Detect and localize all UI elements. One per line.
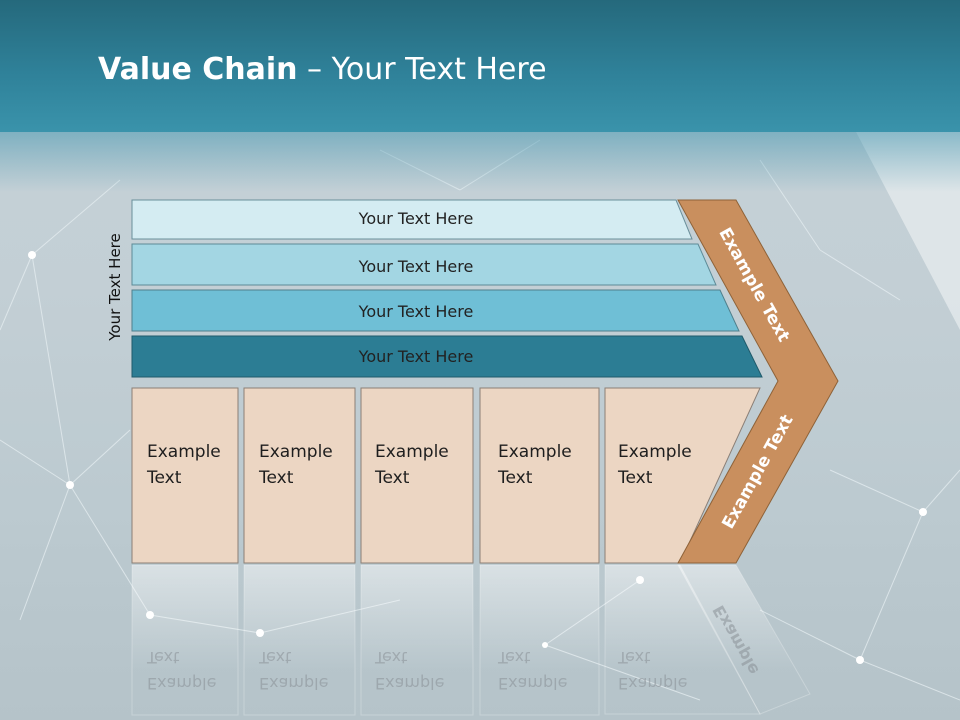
reflect-text-1b: Example bbox=[147, 674, 216, 693]
support-row-4 bbox=[131, 335, 763, 378]
box-3-line1: Example bbox=[375, 442, 449, 462]
margin-chevron bbox=[677, 199, 839, 564]
reflect-text-4b: Example bbox=[498, 674, 567, 693]
reflect-text-5b: Example bbox=[618, 674, 687, 693]
slide-title: Value Chain – Your Text Here bbox=[98, 52, 547, 87]
row-label-1: Your Text Here bbox=[358, 209, 474, 228]
primary-box-1 bbox=[131, 387, 239, 564]
row-label-2: Your Text Here bbox=[358, 257, 474, 276]
box-5-line1: Example bbox=[618, 442, 692, 462]
title-bold: Value Chain bbox=[98, 52, 298, 87]
box-3-line2: Text bbox=[375, 468, 410, 488]
header-band bbox=[0, 0, 960, 132]
support-row-3 bbox=[131, 289, 740, 332]
support-row-1 bbox=[131, 199, 693, 240]
header-fade bbox=[0, 132, 960, 192]
box-2-line2: Text bbox=[259, 468, 294, 488]
row-label-3: Your Text Here bbox=[358, 302, 474, 321]
primary-box-4 bbox=[479, 387, 600, 564]
row-label-4: Your Text Here bbox=[358, 347, 474, 366]
reflect-text-1: Text bbox=[146, 648, 179, 667]
primary-box-3 bbox=[360, 387, 474, 564]
box-1-line1: Example bbox=[147, 442, 221, 462]
reflect-text-2b: Example bbox=[259, 674, 328, 693]
title-rest: – Your Text Here bbox=[297, 52, 547, 87]
reflect-text-3b: Example bbox=[375, 674, 444, 693]
reflect-text-3: Text bbox=[374, 648, 407, 667]
box-1-line2: Text bbox=[147, 468, 182, 488]
reflect-text-4: Text bbox=[497, 648, 530, 667]
primary-box-2 bbox=[243, 387, 356, 564]
box-4-line2: Text bbox=[498, 468, 533, 488]
reflect-text-5: Text bbox=[617, 648, 650, 667]
reflect-text-2: Text bbox=[258, 648, 291, 667]
box-2-line1: Example bbox=[259, 442, 333, 462]
reflection: Text Example Text Example Text Example T… bbox=[131, 564, 811, 716]
box-5-line2: Text bbox=[618, 468, 653, 488]
support-row-2 bbox=[131, 243, 717, 286]
box-4-line1: Example bbox=[498, 442, 572, 462]
